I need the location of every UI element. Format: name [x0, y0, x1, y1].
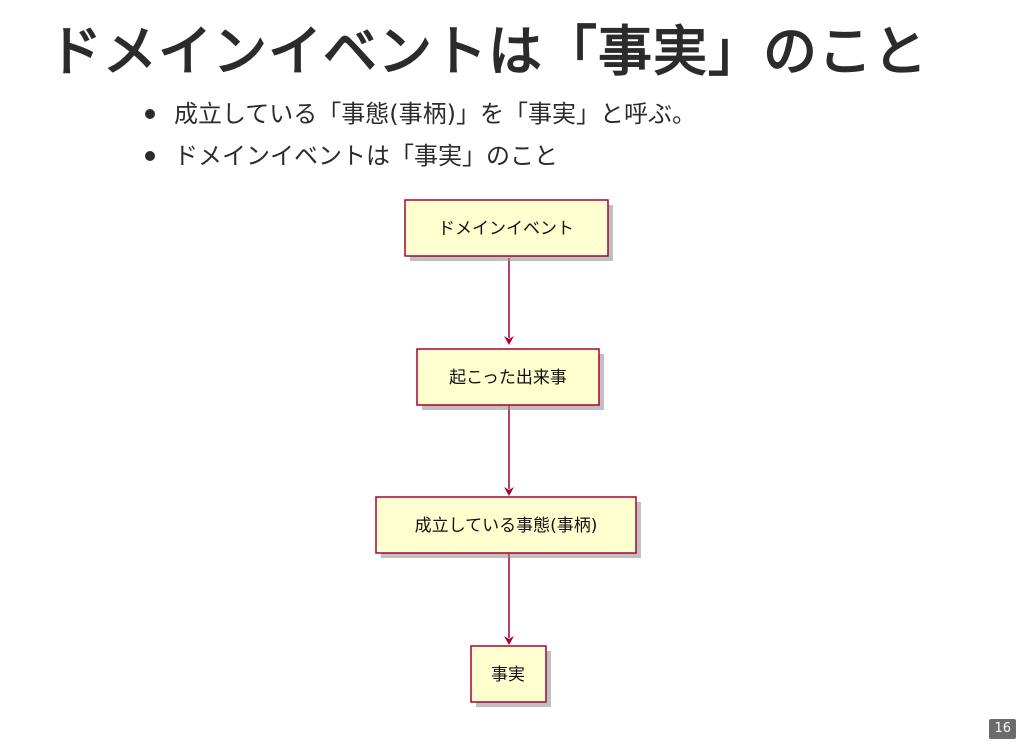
node-box	[416, 348, 600, 406]
node-domain-event: ドメインイベント	[404, 199, 613, 261]
node-fact: 事実	[470, 645, 551, 707]
node-box	[470, 645, 547, 703]
arrow-head-icon	[504, 636, 514, 645]
node-occurred-event: 起こった出来事	[416, 348, 604, 410]
bullet-item: 成立している「事態(事柄)」を「事実」と呼ぶ。	[136, 93, 696, 135]
node-label: 事実	[491, 665, 525, 685]
bullet-item: ドメインイベントは「事実」のこと	[136, 135, 696, 177]
node-label: 起こった出来事	[449, 368, 567, 388]
node-established-state: 成立している事態(事柄)	[375, 496, 641, 558]
bullet-dot-icon	[145, 109, 155, 119]
page-number: 16	[989, 719, 1016, 739]
arrow-head-icon	[504, 336, 514, 345]
node-label: ドメインイベント	[438, 219, 574, 239]
bullet-text: ドメインイベントは「事実」のこと	[174, 142, 558, 170]
node-label: 成立している事態(事柄)	[415, 516, 598, 536]
bullet-text: 成立している「事態(事柄)」を「事実」と呼ぶ。	[174, 100, 697, 128]
edge-n3-n4	[504, 553, 514, 645]
edge-n2-n3	[504, 405, 514, 496]
slide-title: ドメインイベントは「事実」のこと	[48, 20, 928, 83]
node-box	[375, 496, 637, 554]
bullet-list: 成立している「事態(事柄)」を「事実」と呼ぶ。 ドメインイベントは「事実」のこと	[136, 93, 696, 177]
bullet-dot-icon	[145, 151, 155, 161]
edge-n1-n2	[504, 258, 514, 345]
node-box	[404, 199, 609, 257]
arrow-head-icon	[504, 487, 514, 496]
